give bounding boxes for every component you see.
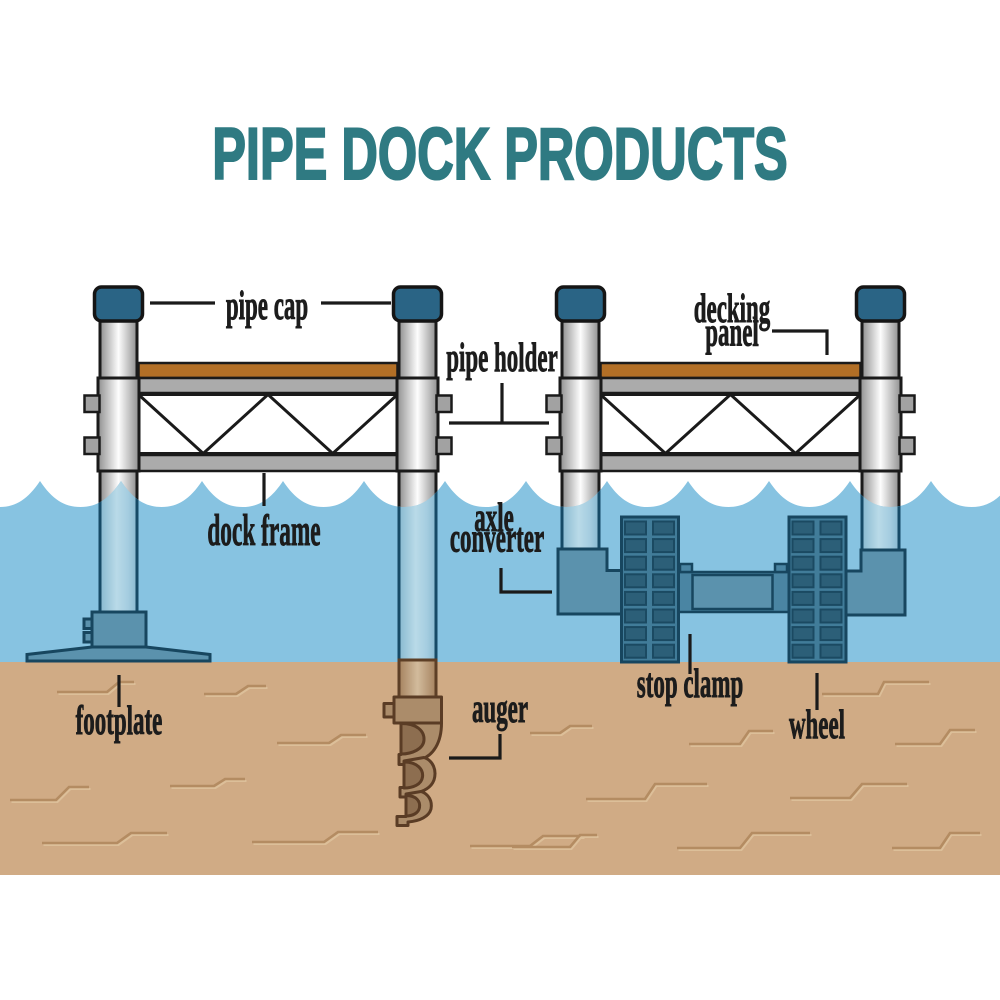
svg-text:auger: auger bbox=[472, 686, 528, 732]
svg-text:axle: axle bbox=[474, 495, 514, 541]
svg-text:converter: converter bbox=[450, 516, 544, 562]
svg-text:decking: decking bbox=[694, 286, 771, 332]
svg-text:pipe cap: pipe cap bbox=[226, 283, 308, 329]
svg-text:dock frame: dock frame bbox=[207, 506, 320, 555]
svg-text:panel: panel bbox=[705, 310, 759, 356]
svg-text:pipe holder: pipe holder bbox=[446, 335, 558, 381]
